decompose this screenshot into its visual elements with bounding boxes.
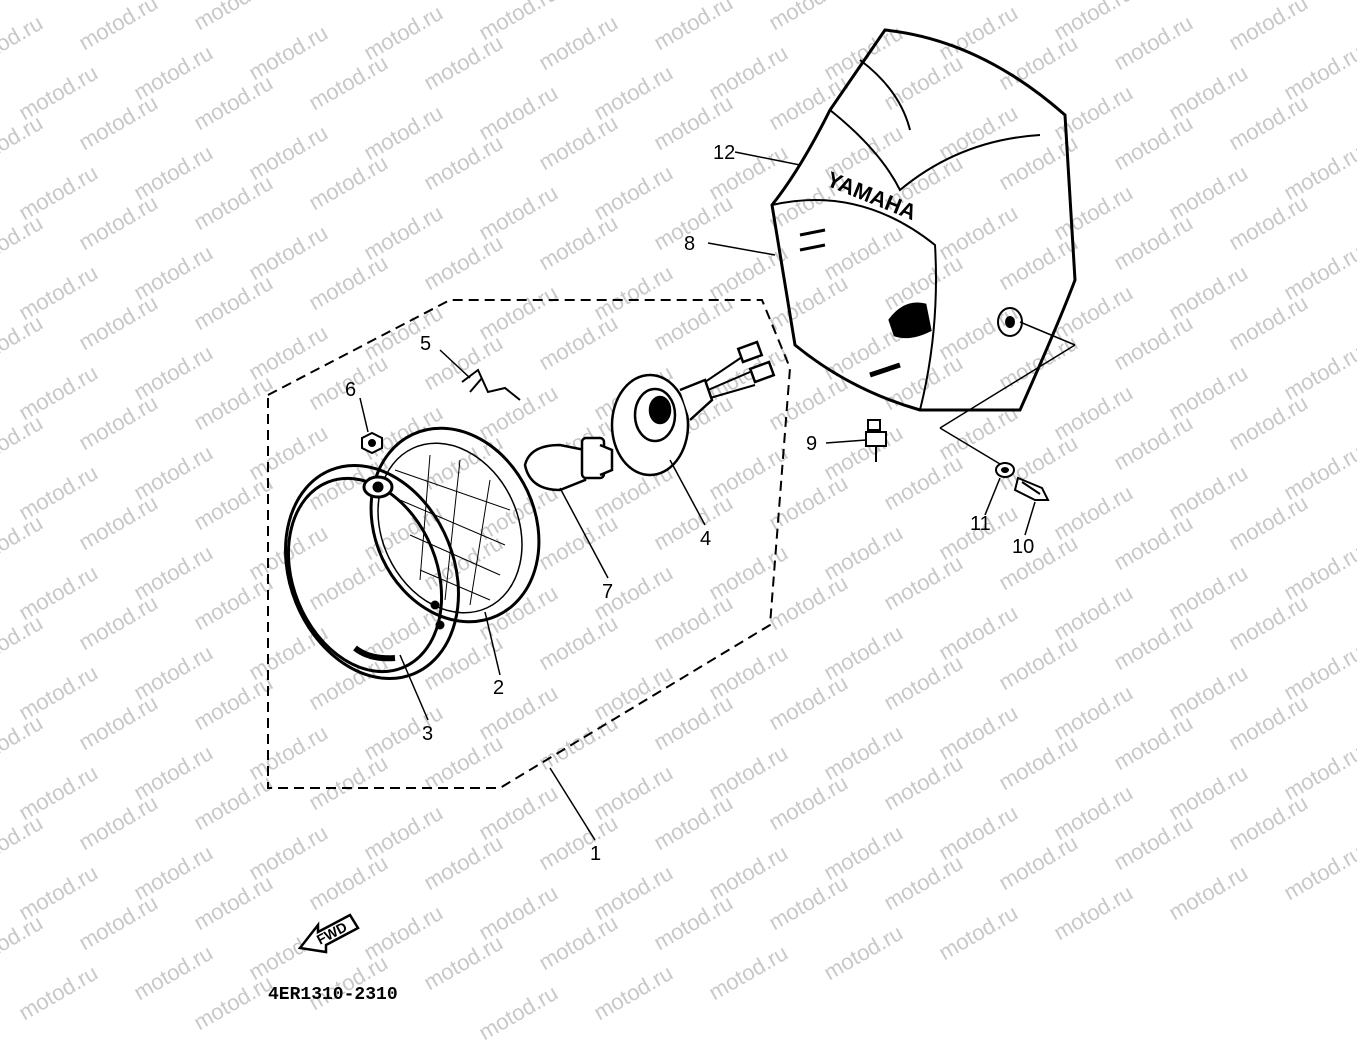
rim-3	[284, 463, 460, 681]
callout-7: 7	[602, 581, 613, 603]
bolt-10	[1013, 476, 1050, 501]
bulb-7	[523, 436, 614, 492]
callout-3: 3	[422, 723, 433, 745]
callout-4: 4	[700, 528, 711, 550]
assembly-boundary	[267, 299, 792, 789]
callout-10: 10	[1012, 536, 1034, 558]
callout-6: 6	[345, 379, 356, 401]
callout-12: 12	[713, 142, 735, 164]
socket-4	[610, 340, 776, 477]
fwd-arrow-icon	[297, 913, 360, 954]
spring-5	[461, 368, 521, 401]
callout-5: 5	[420, 333, 431, 355]
callout-8: 8	[684, 233, 695, 255]
callout-11: 11	[970, 513, 991, 535]
lens-unit-2	[369, 426, 541, 624]
brand-logo-text: YAMAHA	[823, 166, 920, 225]
fastener-leaders	[939, 321, 1076, 471]
part-code-label: 4ER1310-2310	[268, 985, 398, 1005]
washer-11	[995, 462, 1015, 478]
headlight-cowl	[770, 28, 1077, 412]
bolt-9	[865, 419, 887, 462]
callout-1: 1	[590, 843, 601, 865]
callout-2: 2	[493, 677, 504, 699]
callout-9: 9	[806, 433, 817, 455]
nut-6	[361, 431, 383, 455]
headlight-exploded-diagram: YAMAHA	[267, 28, 1077, 954]
callout-leaders	[359, 151, 1036, 841]
